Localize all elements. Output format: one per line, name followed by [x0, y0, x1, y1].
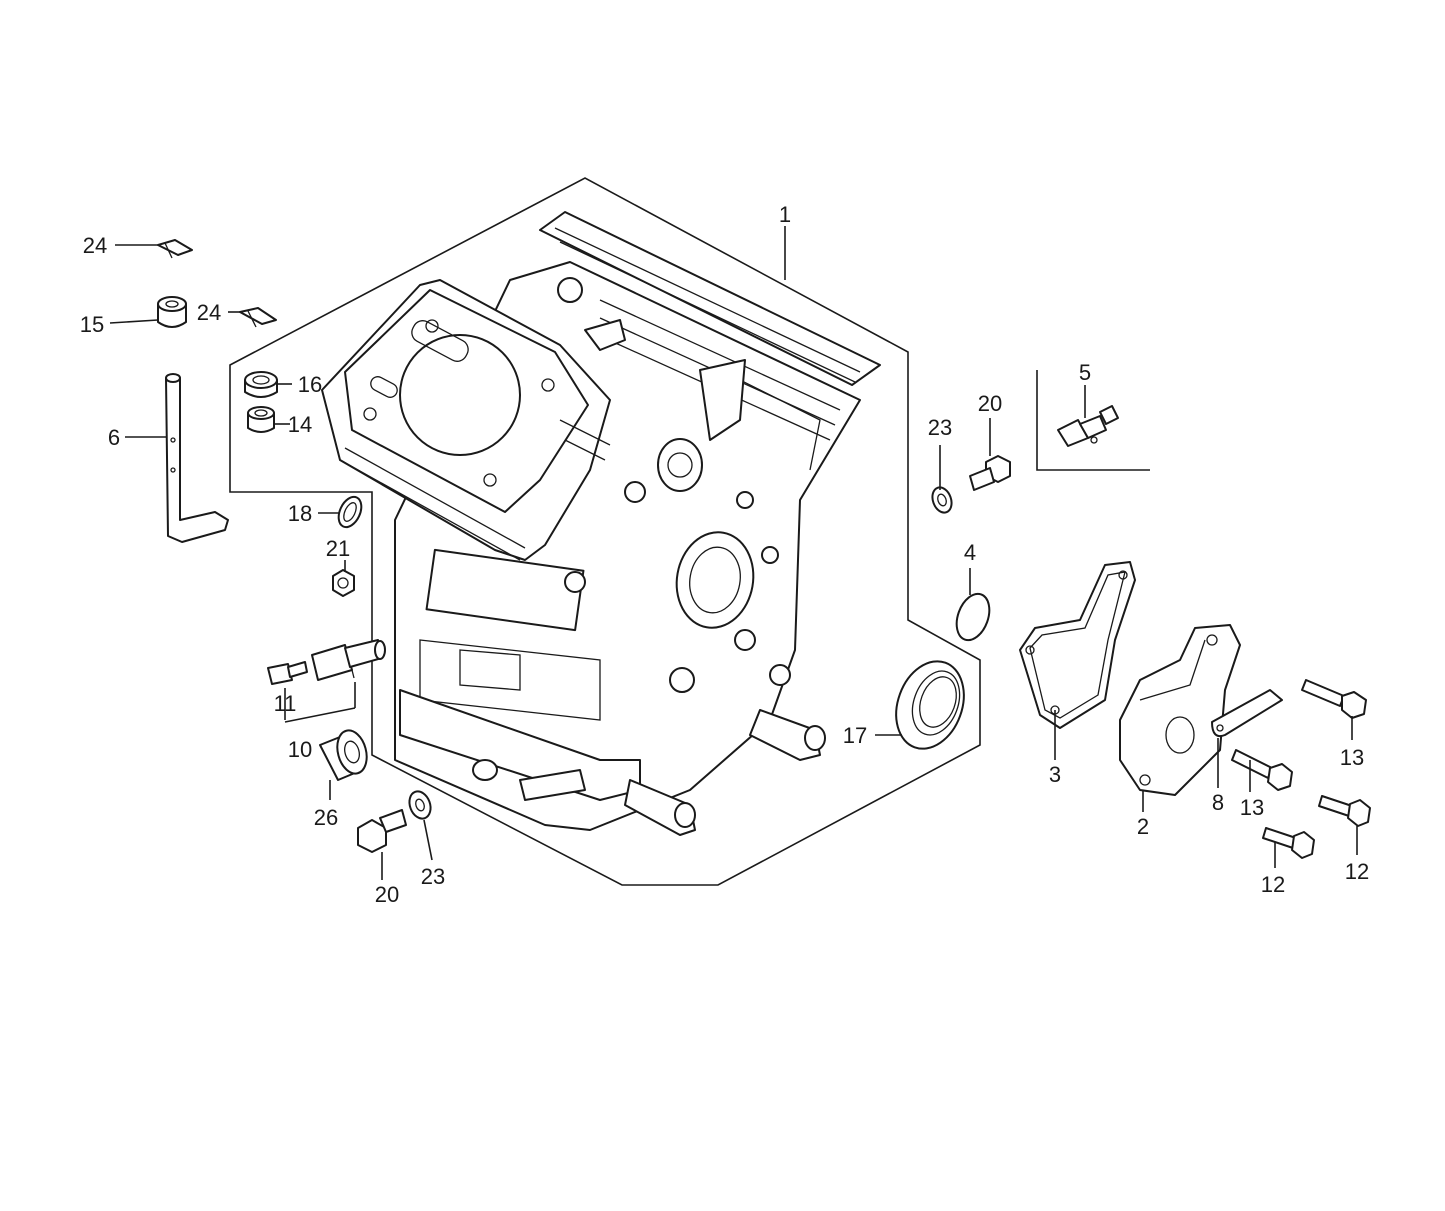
callout-6: 6	[108, 425, 120, 450]
washer-23a	[931, 486, 953, 514]
bolt-13b	[1301, 679, 1367, 719]
callout-2: 2	[1137, 814, 1149, 839]
plug-4	[955, 592, 991, 642]
callout-18: 18	[288, 501, 312, 526]
callout-14: 14	[288, 412, 312, 437]
cover-2	[1119, 624, 1241, 796]
callout-12-right: 12	[1345, 859, 1369, 884]
leader-lines	[109, 226, 1358, 880]
callout-8: 8	[1212, 790, 1224, 815]
clip-24b	[239, 307, 277, 328]
callout-12-left: 12	[1261, 872, 1285, 897]
callout-3: 3	[1049, 762, 1061, 787]
callout-23-bottom: 23	[421, 864, 445, 889]
callout-24-top: 24	[83, 233, 107, 258]
callout-20-top: 20	[978, 391, 1002, 416]
oring-18	[337, 495, 363, 529]
switch-assembly	[267, 639, 386, 685]
callout-4: 4	[964, 540, 976, 565]
strap-8	[1211, 689, 1283, 738]
callout-13-right: 13	[1340, 745, 1364, 770]
callout-10-bracket	[284, 707, 356, 723]
seal-16	[244, 371, 278, 398]
callout-1: 1	[779, 202, 791, 227]
callout-21: 21	[326, 536, 350, 561]
bolt-12a	[1262, 827, 1315, 859]
bolt-12b	[1318, 795, 1371, 827]
washer-23b	[408, 790, 432, 820]
callout-16: 16	[298, 372, 322, 397]
bolt-13a	[1231, 749, 1293, 791]
callout-17: 17	[843, 723, 867, 748]
callout-26: 26	[314, 805, 338, 830]
bolt-20b	[357, 809, 407, 853]
callout-5-bracket	[1036, 370, 1150, 471]
cap-15	[157, 296, 187, 328]
callout-13-left: 13	[1240, 795, 1264, 820]
assembly-boundary	[229, 177, 981, 886]
gasket-3	[1019, 561, 1136, 729]
bushing-14	[247, 406, 275, 433]
cylinder-block	[321, 211, 881, 836]
oil-seal-17	[895, 660, 965, 750]
callout-20-bottom: 20	[375, 882, 399, 907]
callout-5: 5	[1079, 360, 1091, 385]
callout-24-mid: 24	[197, 300, 221, 325]
fitting-5	[1057, 405, 1119, 447]
callout-10: 10	[288, 737, 312, 762]
tube-6	[165, 373, 229, 543]
callout-23-top: 23	[928, 415, 952, 440]
bolt-20a	[969, 455, 1011, 491]
nut-21	[332, 569, 355, 597]
callout-11: 11	[274, 691, 297, 716]
clip-24a	[157, 239, 193, 259]
callout-15: 15	[80, 312, 104, 337]
bearing-26	[319, 729, 368, 781]
